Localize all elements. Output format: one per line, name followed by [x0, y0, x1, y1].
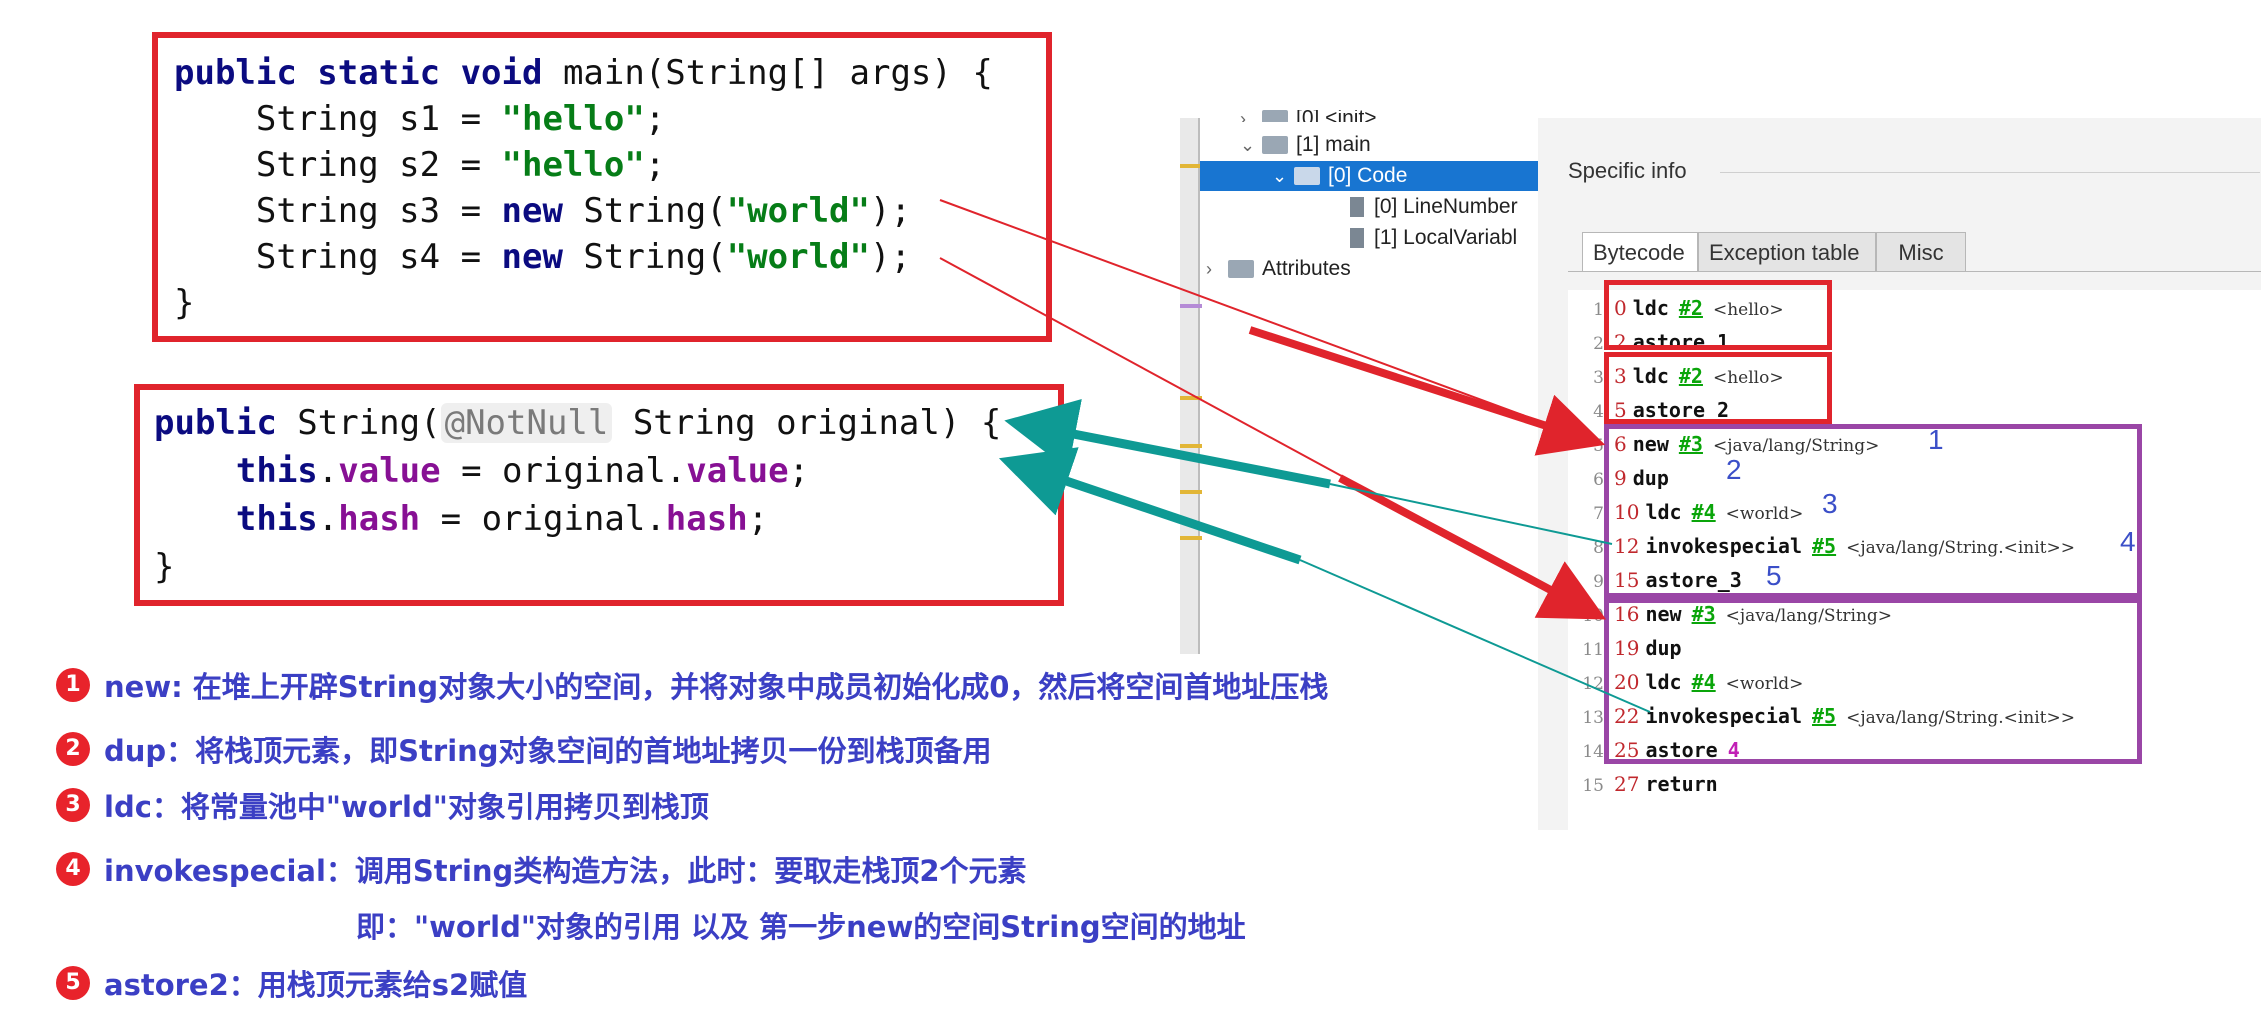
folder-icon	[1228, 260, 1254, 279]
tree-item-init[interactable]: ›[0] <init>	[1240, 110, 1377, 122]
code-line-6: }	[174, 283, 195, 323]
ctor-line-4: }	[154, 547, 175, 587]
note-badge-4: 4	[56, 852, 90, 886]
step-label-4: 4	[2120, 526, 2136, 557]
ctor-line-2: this.value = original.value;	[235, 451, 810, 491]
step-label-2: 2	[1726, 454, 1742, 485]
note-badge-2: 2	[56, 732, 90, 766]
highlight-s2-box	[1604, 352, 1832, 424]
tree-item-attributes[interactable]: ›Attributes	[1206, 254, 1351, 284]
tree-item-local-variable[interactable]: [1] LocalVariabl	[1350, 223, 1517, 253]
note-badge-1: 1	[56, 668, 90, 702]
java-ctor-code-panel: public String(@NotNull String original) …	[134, 384, 1064, 606]
divider	[1720, 172, 2260, 173]
note-4-continued: 即："world"对象的引用 以及 第一步new的空间String空间的地址	[356, 910, 1246, 944]
arrow-invokespecial-to-ctor-2-head	[998, 447, 1302, 565]
scroll-marker	[1180, 536, 1202, 540]
scroll-marker	[1180, 304, 1202, 308]
highlight-s1-box	[1604, 280, 1832, 350]
code-line-4: String s3 = new String("world");	[174, 191, 911, 231]
bytecode-listing	[1568, 290, 2261, 830]
scroll-marker	[1180, 490, 1202, 494]
arrow-invokespecial-to-ctor-2	[1299, 559, 1651, 713]
note-badge-5: 5	[56, 966, 90, 1000]
arrow-s3-to-bytecode	[939, 199, 1591, 441]
tree-item-code[interactable]: ⌄[0] Code	[1200, 161, 1540, 191]
ctor-line-1: public String(@NotNull String original) …	[154, 403, 1002, 443]
note-2: dup：将栈顶元素，即String对象空间的首地址拷贝一份到栈顶备用	[104, 734, 992, 768]
notnull-annotation: @NotNull	[440, 403, 613, 443]
folder-icon	[1262, 136, 1288, 155]
tree-item-main[interactable]: ⌄[1] main	[1240, 130, 1371, 160]
chevron-down-icon: ⌄	[1272, 166, 1288, 186]
arrow-invokespecial-to-ctor-1	[1329, 483, 1613, 545]
code-line-2: String s1 = "hello";	[174, 99, 666, 139]
highlight-s4-box	[1604, 598, 2142, 764]
scroll-marker	[1180, 164, 1202, 168]
java-main-code-panel: public static void main(String[] args) {…	[152, 32, 1052, 342]
specific-info-title: Specific info	[1568, 158, 1687, 183]
step-label-5: 5	[1766, 560, 1782, 591]
scroll-marker	[1180, 396, 1202, 400]
note-4: invokespecial：调用String类构造方法，此时：要取走栈顶2个元素	[104, 854, 1027, 888]
tab-misc[interactable]: Misc	[1876, 232, 1966, 272]
note-3: ldc：将常量池中"world"对象引用拷贝到栈顶	[104, 790, 709, 824]
file-icon	[1350, 228, 1364, 249]
note-badge-3: 3	[56, 788, 90, 822]
code-line-1: public static void main(String[] args) {	[174, 53, 993, 93]
arrow-s3-to-bytecode-head	[1248, 326, 1606, 456]
code-line-3: String s2 = "hello";	[174, 145, 666, 185]
arrow-s4-to-bytecode-head	[1338, 474, 1607, 620]
tree-item-line-number[interactable]: [0] LineNumber	[1350, 192, 1518, 222]
chevron-down-icon: ⌄	[1240, 135, 1256, 155]
divider	[1568, 271, 2261, 272]
note-5: astore2：用栈顶元素给s2赋值	[104, 968, 528, 1002]
highlight-s3-box	[1604, 424, 2142, 598]
tab-bytecode[interactable]: Bytecode	[1582, 232, 1698, 272]
file-icon	[1350, 197, 1364, 218]
step-label-3: 3	[1822, 488, 1838, 519]
note-1: new: 在堆上开辟String对象大小的空间，并将对象中成员初始化成0，然后将…	[104, 670, 1329, 704]
chevron-right-icon: ›	[1206, 259, 1212, 279]
tab-exception-table[interactable]: Exception table	[1698, 232, 1876, 272]
step-label-1: 1	[1928, 424, 1944, 455]
folder-icon	[1294, 167, 1320, 186]
arrow-invokespecial-to-ctor-1-head	[1004, 398, 1331, 489]
code-line-5: String s4 = new String("world");	[174, 237, 911, 277]
ctor-line-3: this.hash = original.hash;	[235, 499, 769, 539]
scroll-marker	[1180, 444, 1202, 448]
